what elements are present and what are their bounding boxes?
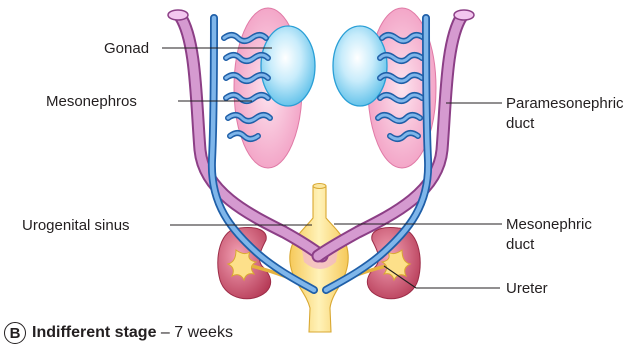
gonad-left <box>261 26 315 106</box>
label-paramesonephric-duct-2: duct <box>506 115 535 132</box>
label-mesonephric-duct: Mesonephric <box>506 216 592 233</box>
caption-title: Indifferent stage <box>32 324 156 341</box>
figure-caption: B Indifferent stage – 7 weeks <box>4 320 233 346</box>
panel-letter-badge: B <box>4 322 26 344</box>
label-paramesonephric-duct: Paramesonephric <box>506 95 624 112</box>
label-gonad: Gonad <box>104 40 149 57</box>
label-urogenital-sinus: Urogenital sinus <box>22 217 130 234</box>
label-ureter: Ureter <box>506 280 548 297</box>
label-mesonephric-duct-2: duct <box>506 236 535 253</box>
gonad-right <box>333 26 387 106</box>
caption-subtitle: – 7 weeks <box>156 324 232 341</box>
label-mesonephros: Mesonephros <box>46 93 137 110</box>
